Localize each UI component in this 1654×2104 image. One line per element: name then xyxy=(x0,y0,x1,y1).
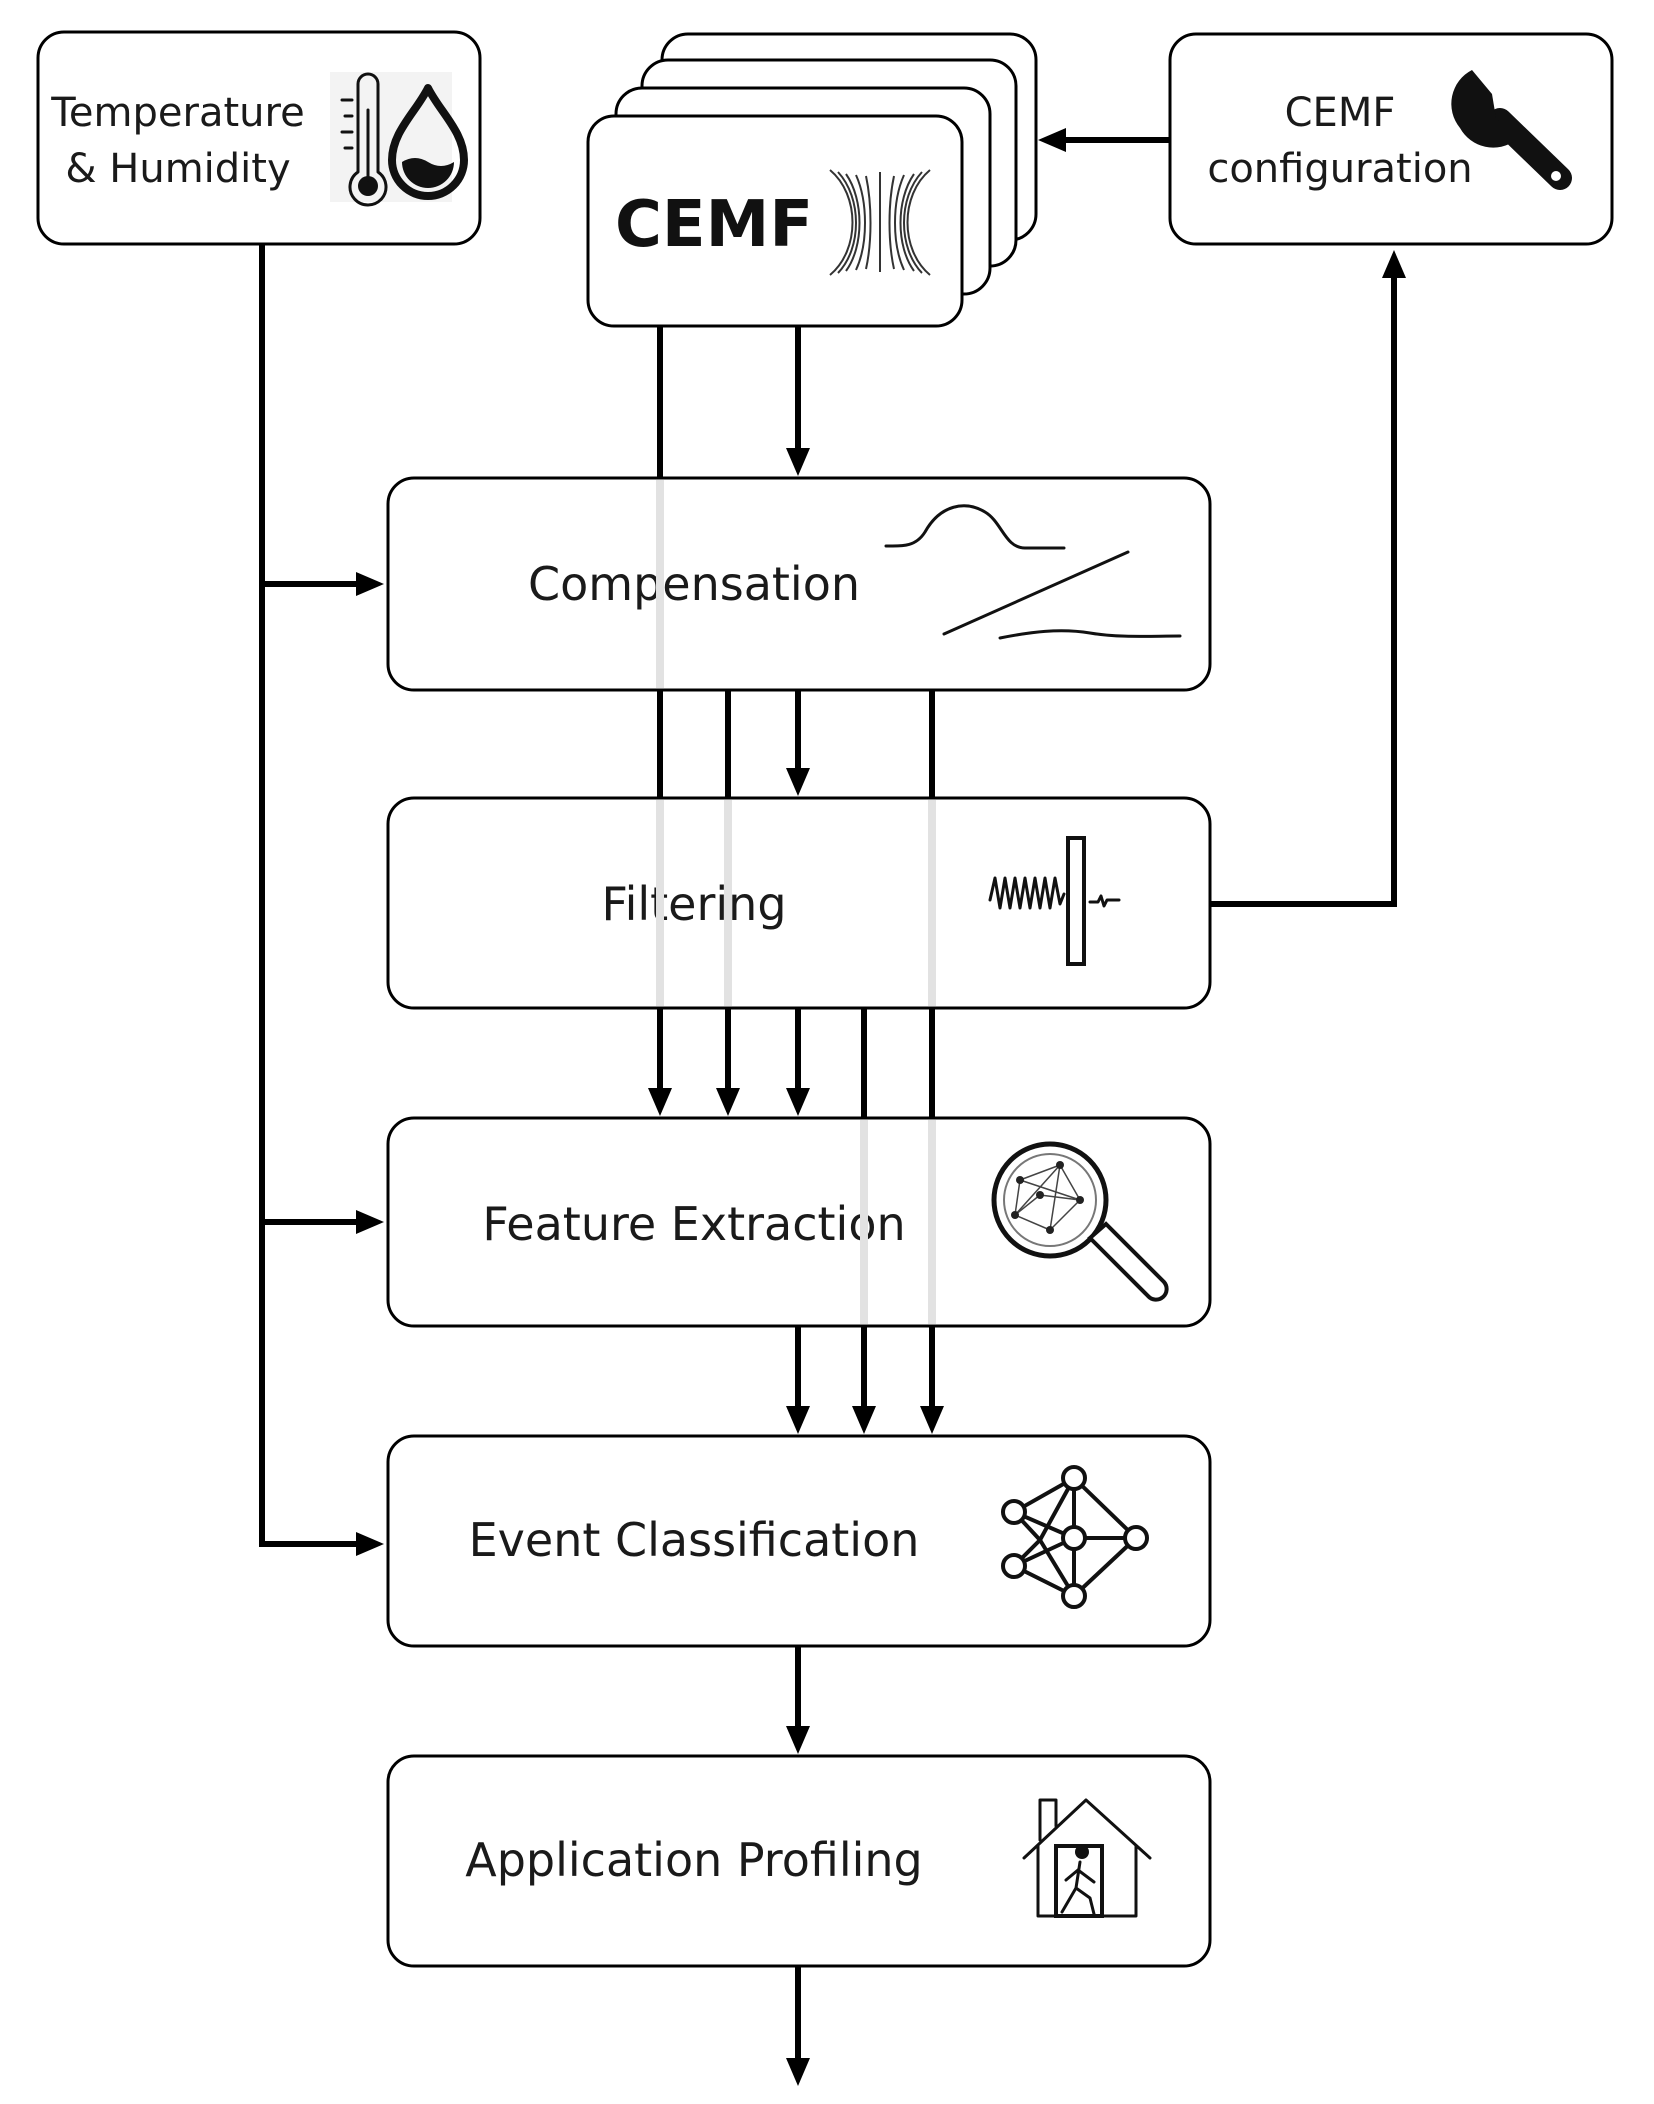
cemf-configuration-block: CEMF configuration xyxy=(1168,32,1614,246)
application-profiling-block: Application Profiling xyxy=(386,1754,1212,1968)
cemf-configuration-label-line1: CEMF xyxy=(1285,90,1396,136)
event-classification-label: Event Classification xyxy=(469,1513,920,1567)
cemf-configuration-label-line2: configuration xyxy=(1207,146,1472,192)
signal-filter-icon xyxy=(988,836,1121,966)
feature-extraction-label: Feature Extraction xyxy=(482,1197,905,1251)
temperature-humidity-block: Temperature & Humidity xyxy=(36,30,482,246)
compensation-block: Compensation xyxy=(386,476,1212,692)
thermometer-droplet-icon xyxy=(330,72,468,207)
house-person-icon xyxy=(1022,1798,1152,1918)
temperature-humidity-label-line2: & Humidity xyxy=(65,146,290,192)
filtering-block: Filtering xyxy=(386,796,1212,1010)
event-classification-block: Event Classification xyxy=(386,1434,1212,1648)
application-profiling-label: Application Profiling xyxy=(465,1833,923,1887)
magnetic-field-icon xyxy=(829,169,931,276)
cemf-label: CEMF xyxy=(615,188,813,262)
network-magnifier-icon xyxy=(991,1141,1169,1302)
filtering-label: Filtering xyxy=(601,877,786,931)
signal-compensation-icon xyxy=(884,504,1182,640)
connectors xyxy=(259,128,1406,2086)
pass-through-lines xyxy=(656,480,936,1324)
neural-network-icon xyxy=(1001,1465,1149,1609)
temperature-humidity-label-line1: Temperature xyxy=(50,90,304,136)
cemf-block: CEMF xyxy=(586,32,1038,328)
compensation-label: Compensation xyxy=(528,557,860,611)
wrench-icon xyxy=(1451,70,1572,190)
feature-extraction-block: Feature Extraction xyxy=(386,1116,1212,1328)
